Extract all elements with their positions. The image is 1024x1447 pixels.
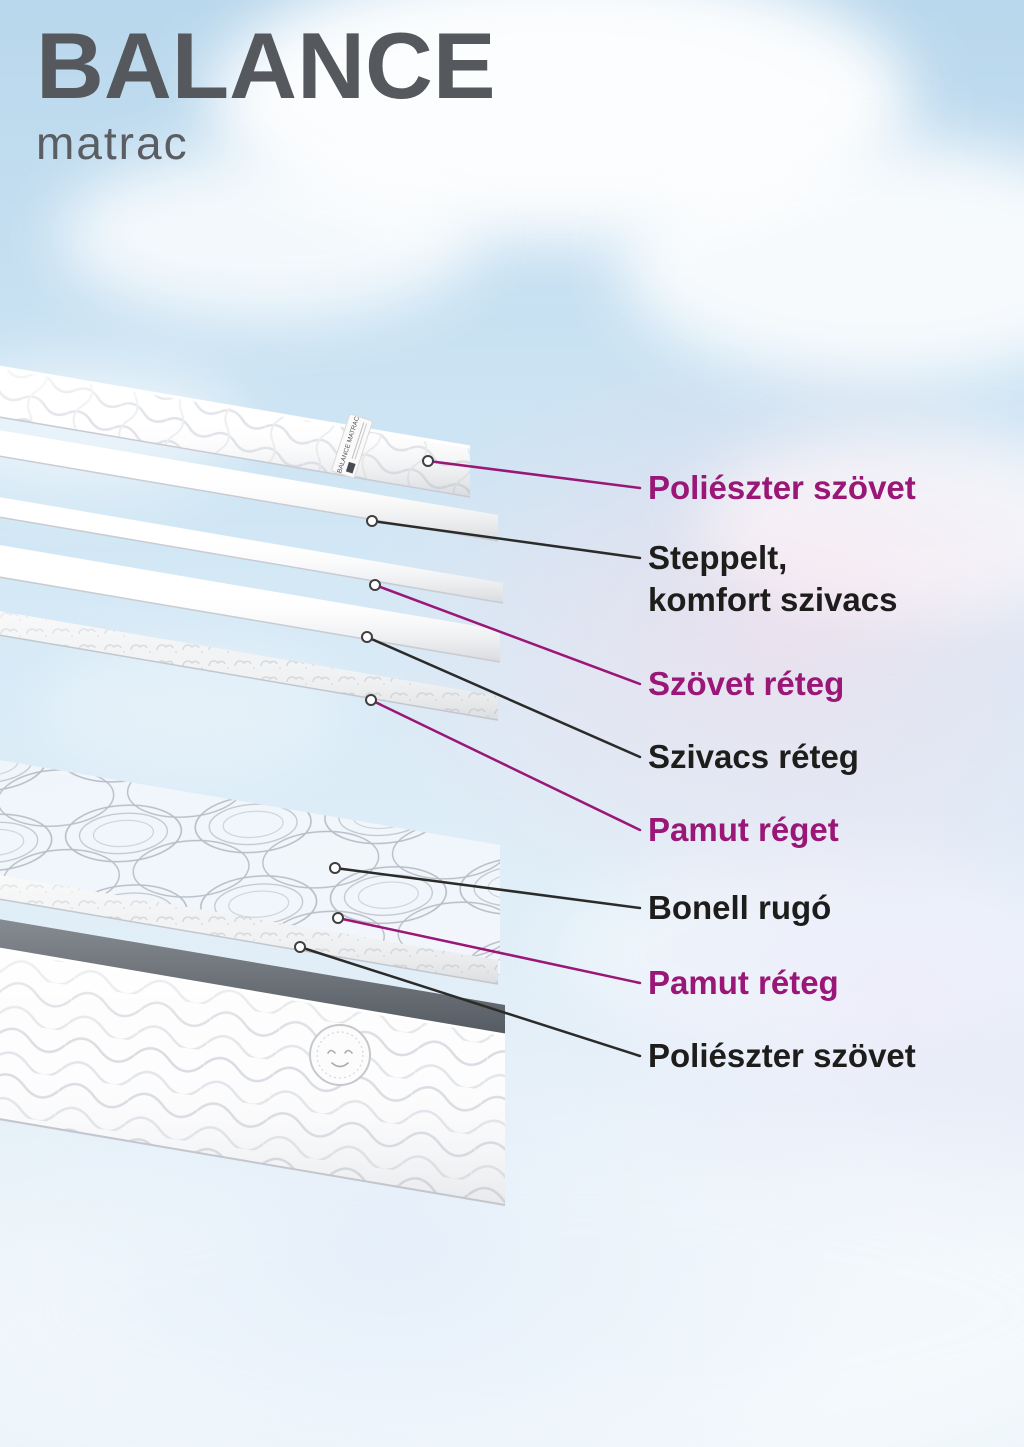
cloud-decoration	[620, 140, 1024, 380]
product-subtitle: matrac	[36, 116, 189, 169]
callout-dot-5	[365, 694, 377, 706]
callout-dot-8	[294, 941, 306, 953]
callout-dot-1	[422, 455, 434, 467]
callout-lines	[298, 459, 642, 1058]
title-block: BALANCE matrac	[36, 18, 496, 170]
layer-fabric	[0, 497, 504, 604]
layer-bonell-springs	[0, 760, 500, 975]
cloud-decoration	[700, 430, 1024, 620]
callout-dot-2	[366, 515, 378, 527]
callout-dot-4	[361, 631, 373, 643]
callout-line-1	[426, 459, 642, 490]
callout-dot-7	[332, 912, 344, 924]
product-title: BALANCE	[36, 13, 496, 118]
callout-line-7	[336, 916, 642, 985]
callout-dot-3	[369, 579, 381, 591]
cloud-decoration	[560, 850, 1024, 1060]
cloud-decoration	[60, 150, 480, 320]
callout-line-4	[365, 635, 642, 759]
callout-line-6	[333, 866, 642, 910]
layer-foam	[0, 545, 501, 663]
callout-line-2	[370, 519, 642, 560]
cloud-decoration	[0, 1100, 1024, 1447]
layer-polyester-cover: BALANCE MATRAC	[0, 365, 471, 498]
layer-cotton-lower	[0, 875, 499, 985]
callout-line-3	[373, 583, 642, 686]
callout-line-5	[369, 698, 642, 832]
layer-bottom-mattress	[0, 919, 506, 1206]
layer-cotton-upper	[0, 611, 499, 721]
mattress-logo-patch	[309, 1024, 371, 1086]
callout-line-8	[298, 945, 642, 1058]
callout-dot-6	[329, 862, 341, 874]
callout-dots	[294, 455, 434, 953]
